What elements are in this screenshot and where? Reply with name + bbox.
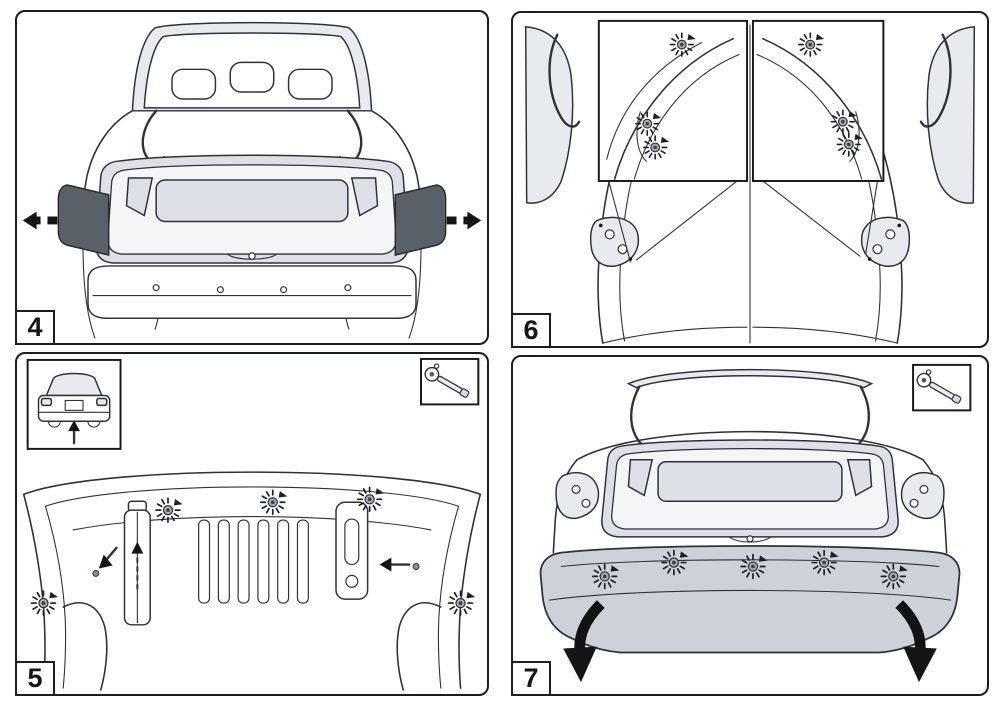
zoom-inset-left — [597, 19, 749, 182]
fasteners — [30, 486, 476, 616]
trunk-interior-rear-panel — [22, 471, 482, 691]
clip-arrow-up-dashed — [131, 541, 144, 590]
step-number-5: 5 — [15, 661, 55, 696]
side-trim-pad-left — [57, 184, 110, 256]
tool-inset — [420, 357, 480, 406]
fastener-rotation-icon — [259, 489, 289, 516]
tool-inset — [912, 363, 972, 412]
step-number-7: 7 — [511, 661, 551, 696]
rear-bumper-shaded — [539, 545, 961, 654]
step-panel-4: 4 — [15, 10, 489, 345]
car-locator-inset — [26, 358, 122, 450]
clip-arrow-left — [92, 546, 118, 577]
step-number-6: 6 — [511, 313, 551, 348]
strut — [123, 500, 151, 626]
step-panel-7: 7 — [511, 355, 989, 696]
step6-illustration — [524, 19, 976, 344]
pull-out-arrow-left — [22, 211, 58, 230]
step-panel-5: 5 — [15, 352, 489, 696]
inset-pointer-left — [608, 180, 738, 263]
remove-arrow-left — [563, 600, 605, 683]
taillight-left — [555, 471, 600, 520]
step5-illustration — [22, 357, 482, 691]
panel-ribs — [198, 519, 309, 604]
locator-arrow-up — [68, 420, 81, 445]
side-trim-pad-right — [394, 184, 447, 256]
zoom-inset-right — [751, 19, 885, 182]
right-trunk-gutter-view — [752, 26, 976, 344]
latch-bracket — [335, 501, 369, 600]
step7-illustration — [539, 363, 972, 683]
taillight-right — [900, 471, 945, 520]
inset-pointer-right — [762, 180, 879, 257]
fastener-rotation-icon — [30, 590, 59, 616]
clip-arrow-right — [379, 557, 420, 572]
car-rear-view-open-trunk — [81, 21, 423, 339]
step-panel-6: 6 — [511, 11, 989, 348]
car-rear-view-bumper-removal — [539, 368, 961, 683]
step4-illustration — [22, 21, 482, 339]
pull-out-arrow-right — [446, 211, 482, 230]
step-number-4: 4 — [15, 310, 55, 345]
remove-arrow-right — [895, 600, 937, 683]
